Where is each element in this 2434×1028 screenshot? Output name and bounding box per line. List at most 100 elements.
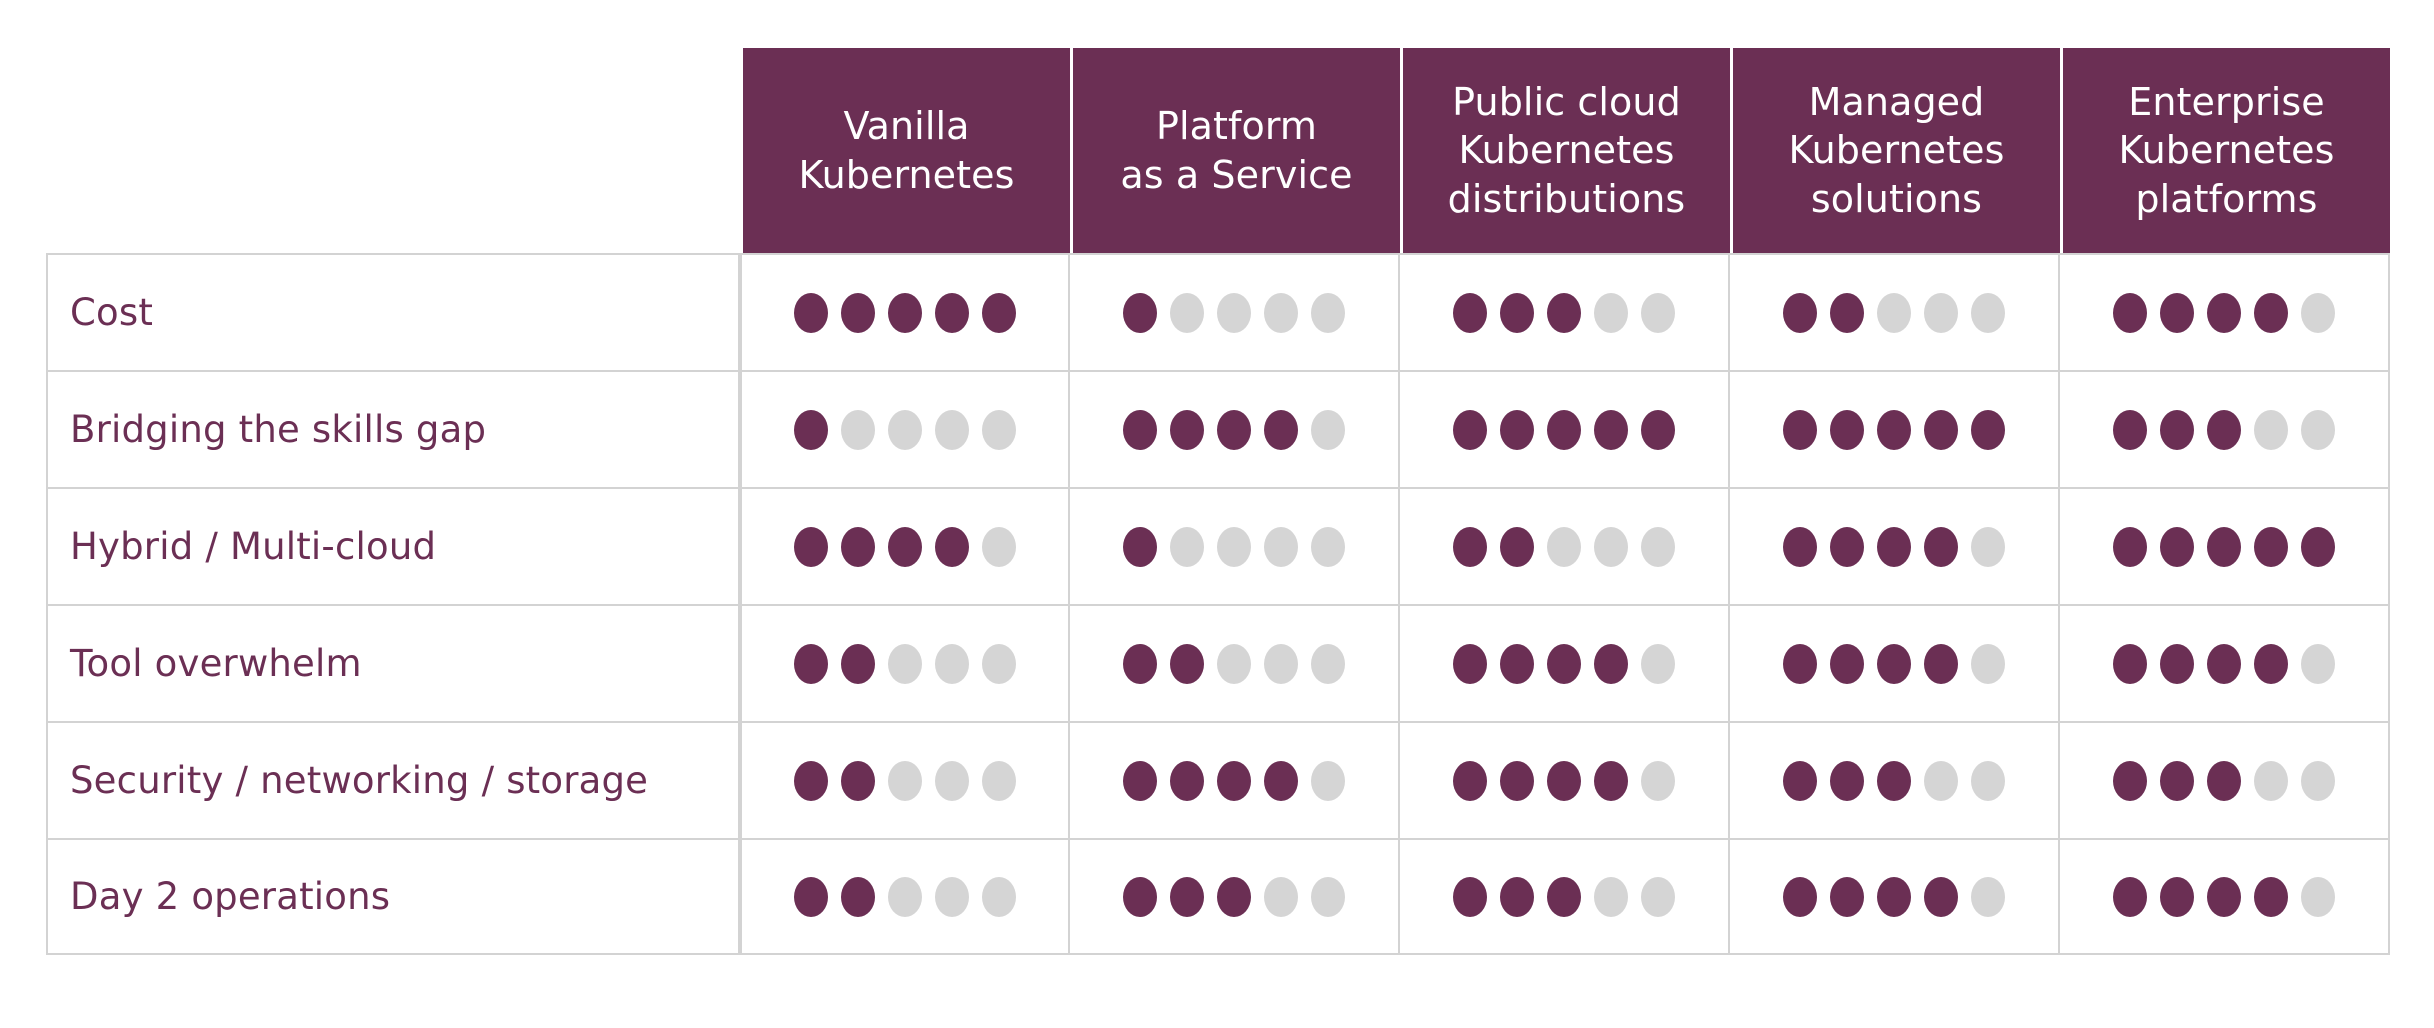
rating-dot-empty-icon (1641, 292, 1675, 333)
rating-dot-filled-icon (1783, 292, 1817, 333)
rating-dot-empty-icon (982, 643, 1016, 684)
rating-dot-filled-icon (1971, 409, 2005, 450)
rating-cell (1070, 721, 1400, 838)
rating-dot-filled-icon (1453, 876, 1487, 917)
row-label: Hybrid / Multi-cloud (46, 487, 740, 604)
rating-dot-empty-icon (888, 409, 922, 450)
rating-dots (742, 606, 1068, 721)
rating-dot-filled-icon (2254, 292, 2288, 333)
rating-dot-filled-icon (794, 292, 828, 333)
rating-dots (2060, 372, 2388, 487)
rating-dot-filled-icon (1877, 876, 1911, 917)
rating-dot-filled-icon (1264, 760, 1298, 801)
rating-dots (1400, 840, 1728, 953)
rating-dot-filled-icon (888, 526, 922, 567)
rating-dot-filled-icon (1547, 760, 1581, 801)
rating-dot-empty-icon (935, 643, 969, 684)
rating-dot-filled-icon (1830, 292, 1864, 333)
rating-dot-filled-icon (1217, 409, 1251, 450)
rating-cell (1070, 487, 1400, 604)
rating-dots (1400, 489, 1728, 604)
rating-dot-empty-icon (888, 876, 922, 917)
rating-dot-filled-icon (2113, 526, 2147, 567)
rating-dot-empty-icon (1170, 526, 1204, 567)
rating-cell (1730, 253, 2060, 370)
rating-dot-filled-icon (1641, 409, 1675, 450)
rating-dot-filled-icon (935, 292, 969, 333)
rating-cell (1730, 721, 2060, 838)
rating-cell (1730, 838, 2060, 955)
rating-cell (2060, 721, 2390, 838)
rating-dot-filled-icon (1924, 409, 1958, 450)
rating-dot-empty-icon (1170, 292, 1204, 333)
rating-dot-empty-icon (1311, 643, 1345, 684)
header-corner-cell (46, 48, 740, 253)
rating-dot-empty-icon (1594, 292, 1628, 333)
rating-dot-empty-icon (2301, 876, 2335, 917)
rating-dot-empty-icon (2254, 760, 2288, 801)
rating-dot-empty-icon (1217, 643, 1251, 684)
rating-dot-filled-icon (2207, 526, 2241, 567)
rating-cell (1070, 253, 1400, 370)
rating-dot-empty-icon (1971, 876, 2005, 917)
rating-dot-filled-icon (1594, 409, 1628, 450)
rating-dot-empty-icon (2301, 643, 2335, 684)
rating-dot-empty-icon (1877, 292, 1911, 333)
rating-dot-filled-icon (1830, 526, 1864, 567)
rating-dots (1070, 372, 1398, 487)
rating-dot-filled-icon (1924, 876, 1958, 917)
rating-cell (1070, 604, 1400, 721)
rating-dot-filled-icon (1500, 876, 1534, 917)
rating-dot-filled-icon (1594, 760, 1628, 801)
rating-dot-empty-icon (2301, 409, 2335, 450)
rating-dot-empty-icon (1264, 876, 1298, 917)
rating-dot-empty-icon (1311, 760, 1345, 801)
rating-dot-empty-icon (1264, 292, 1298, 333)
rating-dot-filled-icon (1217, 876, 1251, 917)
rating-dot-empty-icon (1641, 526, 1675, 567)
rating-dot-empty-icon (888, 760, 922, 801)
rating-dot-filled-icon (1594, 643, 1628, 684)
row-label: Day 2 operations (46, 838, 740, 955)
rating-dots (1730, 255, 2058, 370)
rating-dot-filled-icon (1783, 876, 1817, 917)
rating-dot-filled-icon (1123, 526, 1157, 567)
rating-dot-empty-icon (982, 760, 1016, 801)
rating-dot-filled-icon (841, 292, 875, 333)
rating-dot-filled-icon (1500, 292, 1534, 333)
rating-dots (1070, 606, 1398, 721)
rating-dot-empty-icon (982, 526, 1016, 567)
rating-dots (1730, 372, 2058, 487)
rating-dots (2060, 840, 2388, 953)
rating-dot-empty-icon (1641, 876, 1675, 917)
rating-dot-empty-icon (1641, 643, 1675, 684)
rating-dot-filled-icon (1924, 643, 1958, 684)
row-label: Cost (46, 253, 740, 370)
rating-dot-filled-icon (1877, 643, 1911, 684)
rating-dot-filled-icon (2207, 292, 2241, 333)
column-header-line: distributions (1447, 176, 1686, 221)
rating-dot-empty-icon (935, 760, 969, 801)
table-row: Day 2 operations (46, 838, 2390, 955)
rating-dot-filled-icon (1170, 409, 1204, 450)
rating-dot-empty-icon (1971, 760, 2005, 801)
rating-dot-empty-icon (1311, 876, 1345, 917)
rating-dot-filled-icon (1783, 643, 1817, 684)
rating-dot-empty-icon (1311, 526, 1345, 567)
rating-dot-empty-icon (982, 876, 1016, 917)
column-header-line: Kubernetes (1788, 128, 2005, 173)
rating-dots (742, 840, 1068, 953)
rating-dot-filled-icon (794, 760, 828, 801)
column-header-line: Kubernetes (2118, 128, 2335, 173)
rating-dots (2060, 255, 2388, 370)
rating-cell (1400, 838, 1730, 955)
rating-dot-filled-icon (1783, 526, 1817, 567)
